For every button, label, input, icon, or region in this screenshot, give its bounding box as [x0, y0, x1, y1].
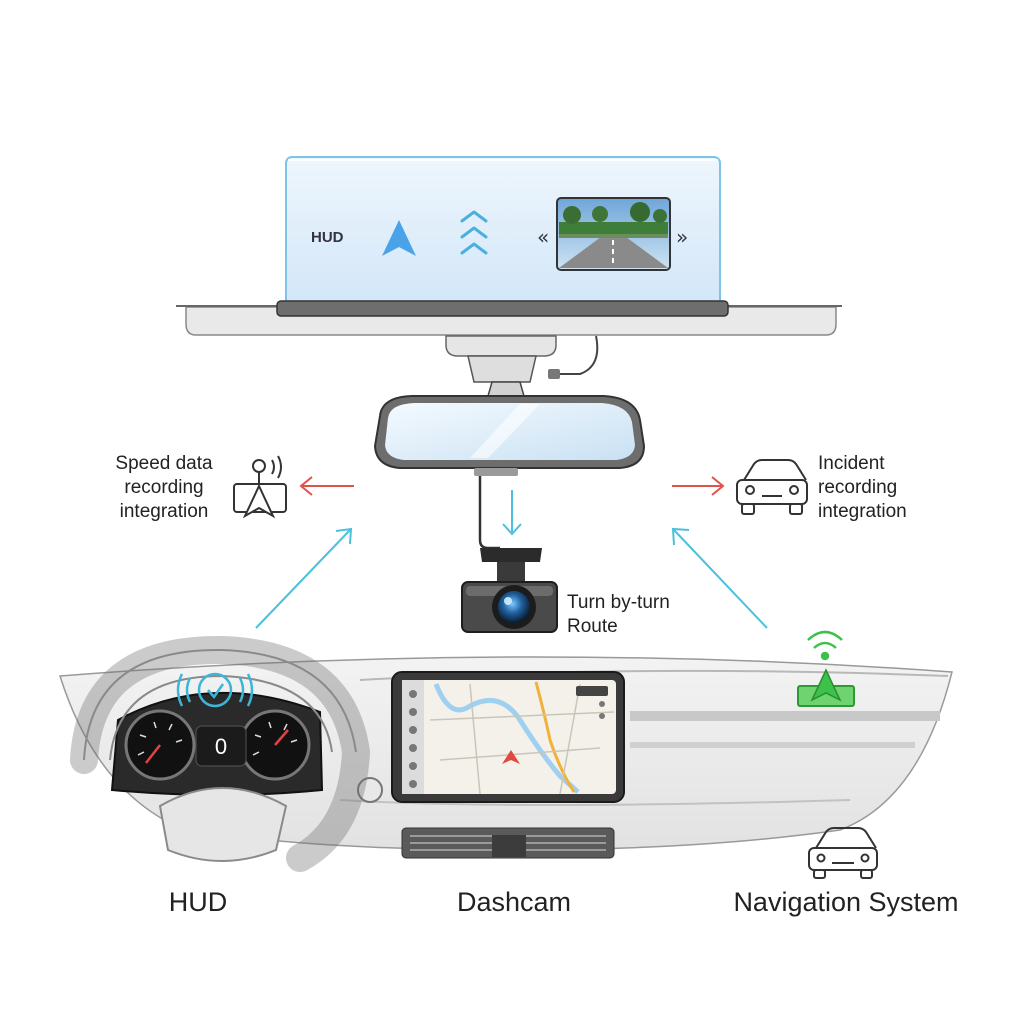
speed-readout: 0: [215, 734, 227, 759]
dashcam-icon: [461, 548, 558, 633]
map-pin-icon: [502, 750, 520, 764]
rear-view-mirror: [373, 395, 646, 469]
navigation-arrow-icon: [382, 220, 416, 256]
speed-data-label: Speed data recording integration: [115, 453, 213, 522]
car-icon: [736, 459, 808, 515]
speed-sensor-icon: [233, 455, 287, 519]
dashcam-caption: Dashcam: [456, 887, 572, 917]
navigation-car-icon: [808, 827, 878, 879]
navigation-marker: [797, 668, 855, 707]
arrow-hud-up: [255, 527, 353, 629]
signal-arrow-down: [502, 490, 522, 536]
wifi-signal-icon: [807, 630, 843, 661]
road-camera-thumbnail: [556, 197, 671, 271]
turn-by-turn-label: Turn by-turn Route: [567, 592, 670, 637]
chevron-right-icon: »: [676, 225, 688, 249]
arrow-to-incident: [672, 476, 725, 496]
chevron-up-icon: [460, 210, 488, 255]
hud-panel-label: HUD: [311, 229, 344, 246]
hud-projection-icon: [176, 672, 254, 708]
chevron-left-icon: «: [537, 225, 549, 249]
mirror-mount: [445, 335, 599, 397]
arrow-to-speed-data: [299, 476, 354, 496]
navigation-screen: [391, 671, 625, 803]
steering-wheel: [70, 635, 371, 872]
navigation-caption: Navigation System: [733, 887, 959, 917]
hud-caption: HUD: [168, 887, 228, 917]
windshield-header: [176, 300, 842, 336]
instrument-cluster: [110, 691, 324, 796]
arrow-nav-up: [671, 527, 768, 629]
incident-recording-label: Incident recording integration: [818, 453, 907, 522]
